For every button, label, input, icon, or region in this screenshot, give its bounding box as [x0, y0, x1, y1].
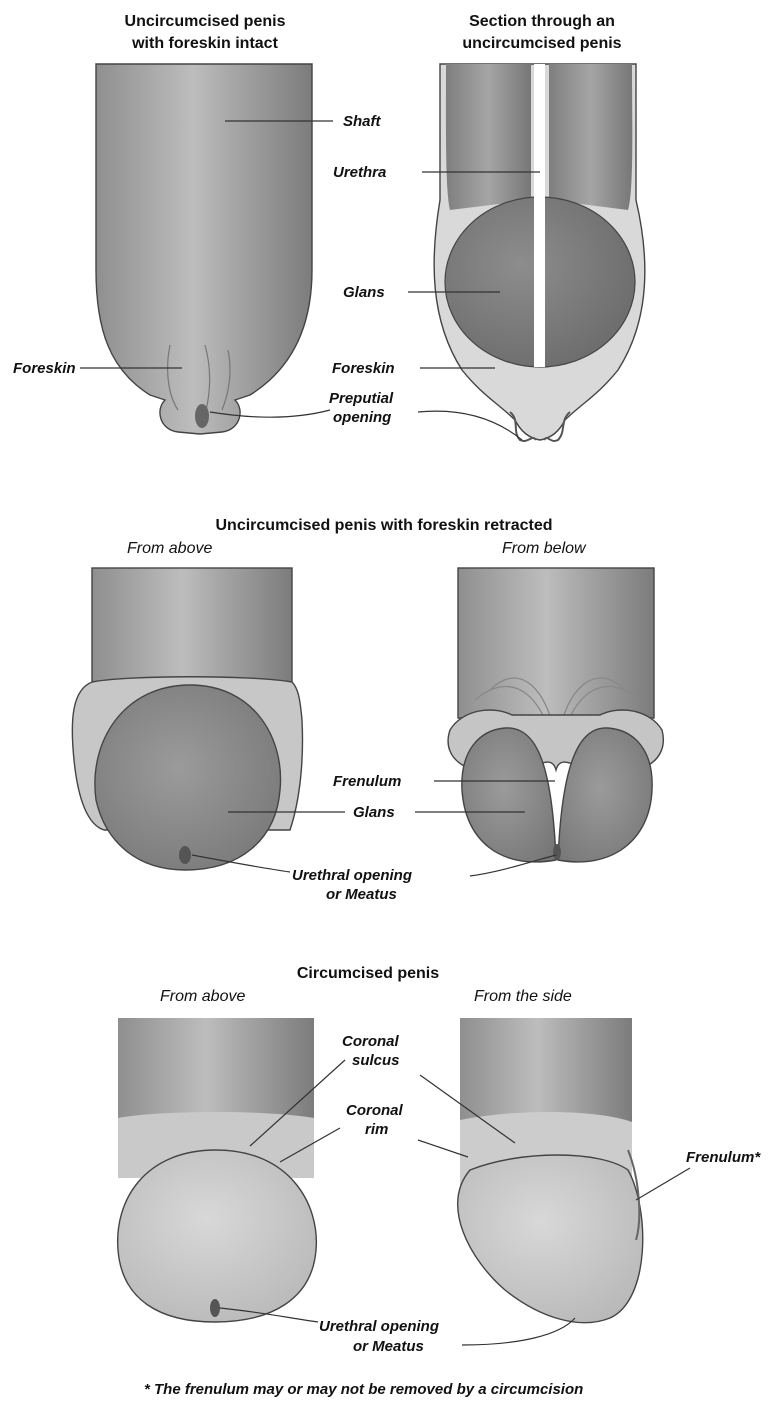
leader-urethral-bot-right	[462, 1318, 575, 1345]
label-glans-middle: Glans	[353, 804, 395, 821]
label-shaft: Shaft	[343, 113, 382, 130]
section-shaft-right	[549, 64, 632, 210]
panel-intact: Uncircumcised penis with foreskin intact	[96, 13, 312, 434]
label-urethral-mid-1: Urethral opening	[292, 867, 412, 884]
label-frenulum: Frenulum	[333, 773, 401, 790]
middle-title: Uncircumcised penis with foreskin retrac…	[216, 517, 553, 534]
label-coronal-sulcus-2: sulcus	[352, 1052, 400, 1069]
retracted-above-glans	[95, 685, 281, 870]
label-coronal-rim-1: Coronal	[346, 1102, 404, 1119]
panel-section-title-1: Section through an	[469, 13, 615, 30]
circ-side-glans	[458, 1155, 643, 1323]
retracted-above-meatus	[179, 846, 191, 864]
label-foreskin-right: Foreskin	[332, 360, 395, 377]
panel-intact-title-2: with foreskin intact	[131, 35, 278, 52]
panel-section-title-2: uncircumcised penis	[462, 35, 621, 52]
leader-frenulum-star	[636, 1168, 690, 1200]
panel-intact-title-1: Uncircumcised penis	[125, 13, 286, 30]
footnote: * The frenulum may or may not be removed…	[144, 1381, 583, 1398]
label-preputial-2: opening	[333, 409, 391, 426]
panel-section: Section through an uncircumcised penis	[434, 13, 645, 441]
label-foreskin-left: Foreskin	[13, 360, 76, 377]
label-coronal-rim-2: rim	[365, 1121, 388, 1138]
retracted-below-meatus	[553, 844, 561, 860]
circ-above-glans	[118, 1150, 317, 1322]
middle-from-below: From below	[502, 540, 587, 557]
bottom-title: Circumcised penis	[297, 965, 439, 982]
label-urethra: Urethra	[333, 164, 386, 181]
bottom-from-above: From above	[160, 988, 245, 1005]
middle-from-above: From above	[127, 540, 212, 557]
panel-retracted-above	[72, 568, 302, 870]
panel-circumcised-above	[118, 1018, 317, 1322]
intact-penis-shape	[96, 64, 312, 434]
retracted-below-shaft	[458, 568, 654, 718]
circ-above-meatus	[210, 1299, 220, 1317]
panel-circumcised-side	[458, 1018, 643, 1323]
label-preputial-1: Preputial	[329, 390, 394, 407]
label-glans-top: Glans	[343, 284, 385, 301]
label-urethral-bot-1: Urethral opening	[319, 1318, 439, 1335]
retracted-above-shaft	[92, 568, 292, 688]
label-coronal-sulcus-1: Coronal	[342, 1033, 400, 1050]
label-urethral-mid-2: or Meatus	[326, 886, 397, 903]
leader-preputial-right	[418, 411, 522, 440]
preputial-opening-mark	[195, 404, 209, 428]
panel-retracted-below	[448, 568, 663, 862]
label-urethral-bot-2: or Meatus	[353, 1338, 424, 1355]
section-shaft-left	[446, 64, 531, 210]
bottom-from-side: From the side	[474, 988, 572, 1005]
label-frenulum-star: Frenulum*	[686, 1149, 761, 1166]
section-urethra	[534, 64, 545, 367]
